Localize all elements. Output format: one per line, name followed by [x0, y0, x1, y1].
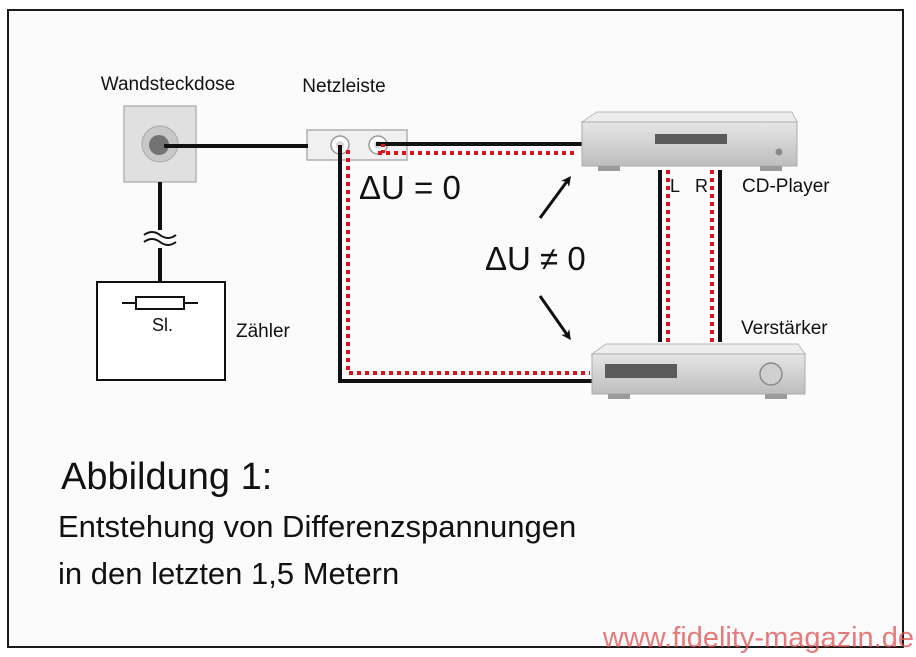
watermark: www.fidelity-magazin.de [602, 622, 914, 654]
delta-equal-label: ΔU = 0 [359, 169, 461, 206]
caption-line-1: Entstehung von Differenzspannungen [58, 509, 577, 544]
power-strip-label: Netzleiste [302, 76, 385, 97]
wall-socket-label: Wandsteckdose [101, 74, 235, 95]
fuse-symbol [135, 296, 185, 310]
caption-title: Abbildung 1: [61, 456, 273, 498]
meter-box [96, 281, 226, 381]
meter-label: Zähler [236, 321, 291, 342]
socket-meter-line [143, 182, 177, 282]
caption-line-2: in den letzten 1,5 Metern [58, 556, 400, 591]
cd-power-cable [376, 142, 585, 155]
interconnect-left [658, 170, 670, 342]
interconnect-right [710, 170, 722, 342]
cd-player-label: CD-Player [742, 176, 830, 197]
wall-socket [123, 105, 197, 183]
arrow-up-icon [538, 175, 571, 219]
amp-power-cable [338, 145, 594, 383]
channel-left-label: L [670, 176, 680, 196]
fuse-label: Sl. [152, 315, 173, 335]
amplifier-device [590, 343, 806, 399]
cd-player-device [580, 111, 798, 171]
delta-unequal-label: ΔU ≠ 0 [485, 240, 586, 277]
channel-right-label: R [695, 176, 708, 196]
amplifier-label: Verstärker [741, 318, 828, 339]
arrow-down-icon [538, 295, 571, 341]
